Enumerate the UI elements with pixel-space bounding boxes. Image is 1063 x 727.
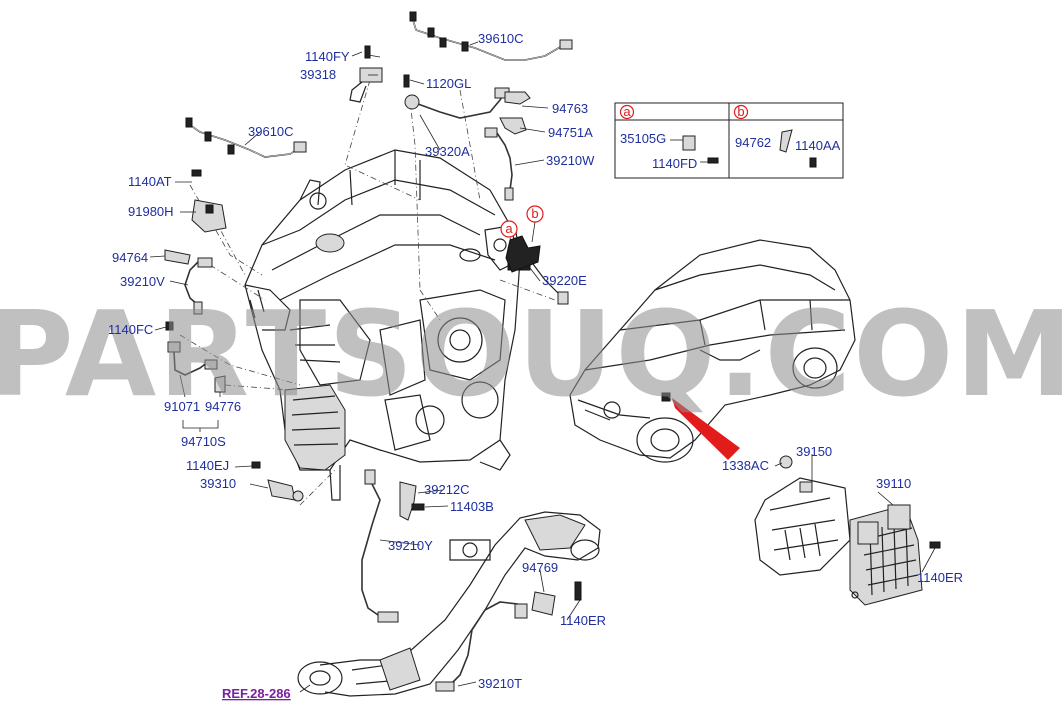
legend-a-letter: a xyxy=(623,104,631,119)
bracket-39212C xyxy=(399,481,417,521)
label-94763: 94763 xyxy=(552,101,588,116)
bracket-94769 xyxy=(531,591,556,616)
legend-a-bolt: 1140FD xyxy=(652,156,697,171)
leader-lines xyxy=(149,41,936,693)
label-39310: 39310 xyxy=(200,476,236,491)
label-1120GL: 1120GL xyxy=(426,76,471,91)
label-1140AT: 1140AT xyxy=(128,174,172,189)
label-1140FY: 1140FY xyxy=(305,49,350,64)
legend-a-part: 35105G xyxy=(620,131,666,146)
label-39110: 39110 xyxy=(876,476,911,491)
wiring-harness-39610C-left xyxy=(185,117,307,158)
callout-b-text: b xyxy=(531,206,538,221)
ref-link[interactable]: REF.28-286 xyxy=(222,686,291,701)
bolt-1140ER-pipe xyxy=(574,581,582,601)
callout-b-circle xyxy=(526,205,544,223)
sensor-39310 xyxy=(267,479,304,502)
bracket-94751A xyxy=(499,117,546,135)
engine-assembly xyxy=(244,149,521,501)
legend-a-circle xyxy=(619,104,635,120)
bracket-91980H xyxy=(191,199,227,233)
label-39220E: 39220E xyxy=(542,273,587,288)
bracket-94763 xyxy=(504,91,549,109)
label-1140EJ: 1140EJ xyxy=(186,458,229,473)
label-39210V: 39210V xyxy=(120,274,165,289)
label-1140FC: 1140FC xyxy=(108,322,153,337)
ecu-module-39110 xyxy=(849,504,941,606)
legend-b-part: 94762 xyxy=(735,135,771,150)
bolt-11403B xyxy=(411,503,425,511)
label-1140ER-pipe: 1140ER xyxy=(560,613,606,628)
label-91071: 91071 xyxy=(164,399,200,414)
label-39610C-top: 39610C xyxy=(478,31,524,46)
legend-b-letter: b xyxy=(737,104,744,119)
label-11403B: 11403B xyxy=(450,499,494,514)
clip-94776 xyxy=(214,375,226,393)
callouts-on-engine: a b xyxy=(500,205,544,273)
exhaust-pipe-assembly xyxy=(297,511,601,697)
reference-lines xyxy=(179,79,556,506)
label-39210T: 39210T xyxy=(478,676,522,691)
label-39210W: 39210W xyxy=(546,153,595,168)
label-39150: 39150 xyxy=(796,444,832,459)
label-94769: 94769 xyxy=(522,560,558,575)
legend-b-circle xyxy=(733,104,749,120)
label-94710S: 94710S xyxy=(181,434,226,449)
o2-sensor-39210W xyxy=(484,127,514,201)
legend-table: a b 35105G 1140FD 94762 1140AA xyxy=(614,102,844,179)
part-labels: 39610C 1140FY 39318 1120GL 94763 94751A … xyxy=(108,31,963,701)
label-1338AC: 1338AC xyxy=(722,458,769,473)
label-94751A: 94751A xyxy=(548,125,593,140)
bolt-1140FC xyxy=(165,321,174,331)
label-39610C-left: 39610C xyxy=(248,124,294,139)
o2-sensor-39210Y xyxy=(361,469,399,623)
bolt-1140AT xyxy=(175,169,202,183)
wiring-harness-39610C-top xyxy=(409,11,573,61)
o2-sensor-39210T xyxy=(435,601,528,692)
o2-sensor-39210V xyxy=(184,257,213,315)
knock-sensor-39320A xyxy=(403,74,510,119)
label-39212C: 39212C xyxy=(424,482,470,497)
ecu-bracket-39150 xyxy=(754,455,851,576)
label-1140ER-ecu: 1140ER xyxy=(917,570,963,585)
label-94776: 94776 xyxy=(205,399,241,414)
legend-b-bolt: 1140AA xyxy=(795,138,841,153)
vehicle-illustration xyxy=(569,239,856,463)
label-39210Y: 39210Y xyxy=(388,538,433,553)
label-91980H: 91980H xyxy=(128,204,174,219)
label-94764: 94764 xyxy=(112,250,148,265)
callout-a-text: a xyxy=(505,221,513,236)
label-39320A: 39320A xyxy=(425,144,470,159)
bracket-94764 xyxy=(164,249,191,265)
location-pointer xyxy=(672,398,740,460)
bolt-1140EJ xyxy=(251,461,261,469)
label-39318: 39318 xyxy=(300,67,336,82)
o2-sensor-91071 xyxy=(167,341,218,376)
callout-a-circle xyxy=(500,220,518,238)
watermark-text: PARTSOUQ.COM xyxy=(0,285,1063,423)
